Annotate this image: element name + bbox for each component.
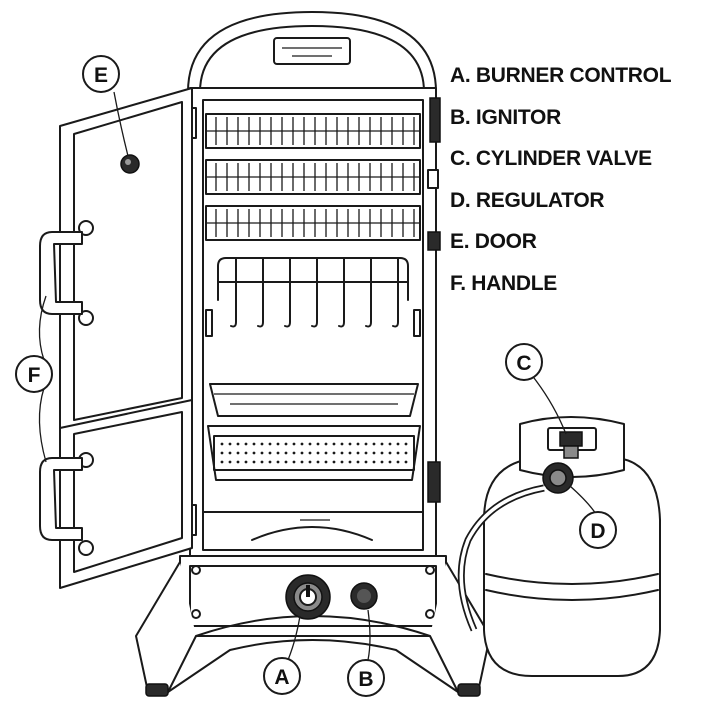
cylinder-valve-icon bbox=[559, 431, 583, 459]
wood-chip-tray bbox=[207, 425, 421, 481]
brand-plate bbox=[273, 37, 351, 65]
legend-ignitor: B. IGNITOR bbox=[450, 105, 561, 129]
hanging-rack bbox=[217, 257, 409, 328]
propane-cylinder bbox=[483, 416, 661, 677]
burner-control-knob bbox=[285, 574, 331, 620]
callout-a-label: A bbox=[274, 666, 289, 689]
door-thermometer-icon bbox=[120, 154, 140, 174]
regulator-icon bbox=[542, 462, 574, 494]
callout-e: E bbox=[82, 55, 129, 157]
callout-c: C bbox=[505, 343, 567, 435]
legend-handle: F. HANDLE bbox=[450, 271, 557, 295]
legend-door: E. DOOR bbox=[450, 230, 537, 253]
legend-cylinder-valve: C. CYLINDER VALVE bbox=[450, 147, 652, 170]
legend-burner-control: A. BURNER CONTROL bbox=[450, 64, 672, 87]
cooking-grates bbox=[205, 113, 421, 241]
callout-d-label: D bbox=[590, 520, 605, 543]
callout-f-label: F bbox=[28, 364, 41, 387]
ignitor-button bbox=[350, 582, 378, 610]
smoker-cabinet bbox=[187, 11, 441, 569]
smoker-door bbox=[59, 87, 193, 589]
door-handle-upper bbox=[39, 231, 83, 315]
callout-e-label: E bbox=[94, 64, 108, 87]
callout-b-label: B bbox=[358, 668, 373, 691]
callout-a: A bbox=[263, 615, 301, 695]
parts-legend: A. BURNER CONTROL B. IGNITOR C. CYLINDER… bbox=[450, 62, 672, 311]
legend-regulator: D. REGULATOR bbox=[450, 188, 605, 212]
water-pan bbox=[209, 383, 419, 417]
callout-b: B bbox=[347, 609, 385, 697]
callout-c-label: C bbox=[516, 352, 531, 375]
callout-f: F bbox=[15, 295, 53, 463]
callout-d: D bbox=[569, 485, 617, 549]
